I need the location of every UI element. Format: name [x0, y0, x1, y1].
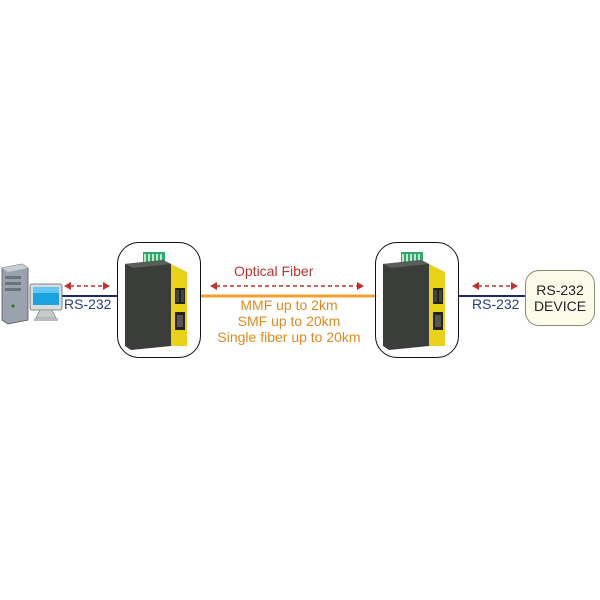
- fiber-spec-single: Single fiber up to 20km: [217, 329, 361, 345]
- device-line-2: DEVICE: [533, 298, 587, 314]
- optical-fiber-label: Optical Fiber: [234, 263, 314, 279]
- converter-left: [125, 252, 187, 350]
- rs232-label-left: RS-232: [64, 296, 112, 312]
- rs232-device-box: RS-232 DEVICE: [525, 270, 595, 326]
- converter-right: [383, 252, 445, 350]
- arrow-fiber: [210, 282, 364, 290]
- arrow-left: [64, 282, 110, 290]
- computer-icon: [1, 263, 63, 325]
- device-line-1: RS-232: [536, 282, 584, 298]
- fiber-spec-mmf: MMF up to 2km: [240, 297, 338, 313]
- fiber-spec-smf: SMF up to 20km: [237, 313, 341, 329]
- arrow-right: [472, 282, 518, 290]
- rs232-label-right: RS-232: [472, 296, 520, 312]
